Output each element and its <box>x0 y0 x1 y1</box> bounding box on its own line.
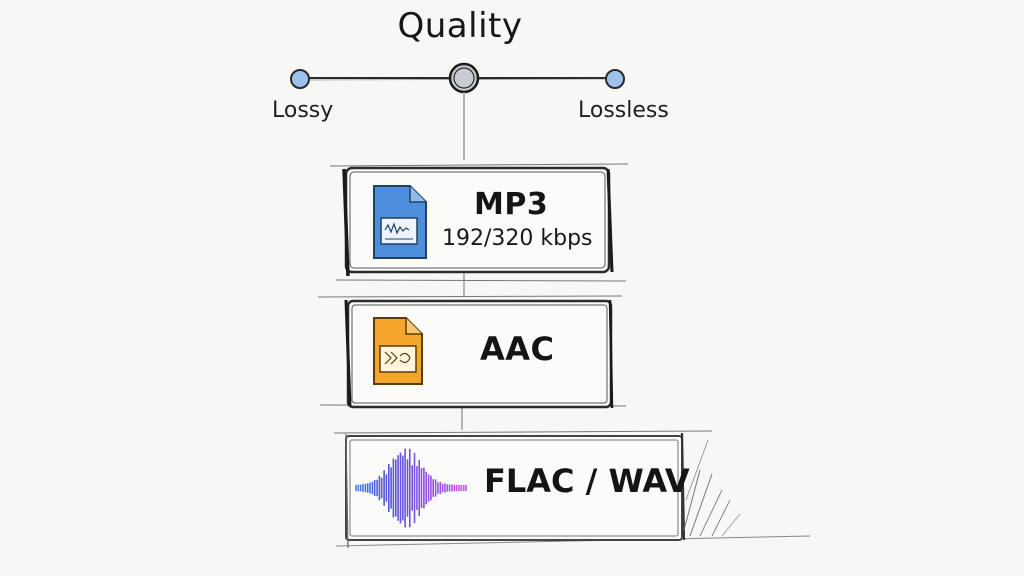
quality-slider <box>290 62 625 94</box>
lossy-label: Lossy <box>272 98 334 123</box>
slider-endpoint-lossless <box>605 69 625 89</box>
slider-endpoint-lossy <box>290 69 310 89</box>
aac-box <box>317 295 627 409</box>
mp3-bitrate: 192/320 kbps <box>442 226 593 251</box>
flac-wav-format-name: FLAC / WAV <box>484 462 690 500</box>
mp3-format-name: MP3 <box>474 187 549 222</box>
lossless-label: Lossless <box>578 98 669 123</box>
quality-title: Quality <box>397 6 523 46</box>
flac-wav-box <box>333 430 811 549</box>
orange-audio-file-icon <box>373 317 423 385</box>
aac-format-name: AAC <box>480 330 555 368</box>
waveform-icon <box>355 448 467 528</box>
blue-audio-file-icon <box>373 185 427 259</box>
